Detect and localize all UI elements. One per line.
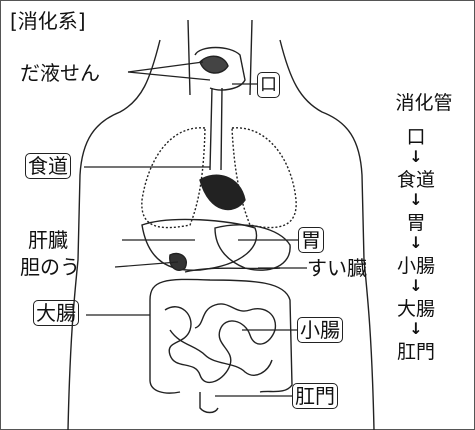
esophagus-tube [209, 87, 223, 171]
sequence-panel: 口 ↓ 食道 ↓ 胃 ↓ 小腸 ↓ 大腸 ↓ 肛門 [392, 122, 440, 364]
large-intestine-left [149, 300, 181, 394]
large-intestine [149, 278, 293, 393]
sequence-heading: 消化管 [395, 92, 453, 114]
leader-gallbladder [114, 261, 179, 268]
sequence-step-3: 胃 [406, 212, 426, 234]
label-salivary-gland: だ液せん [20, 61, 100, 85]
sequence-step-4: 小腸 [396, 255, 435, 277]
diagram-title: [消化系] [10, 9, 86, 33]
small-intestine-2 [169, 329, 273, 376]
label-pancreas: すい臓 [307, 256, 367, 280]
salivary-gland [199, 55, 229, 74]
label-large-intestine: 大腸 [33, 300, 79, 326]
heart [199, 174, 246, 211]
left-lung [141, 127, 206, 229]
label-anus: 肛門 [292, 383, 338, 409]
body-outline-left [67, 39, 161, 430]
right-lung [231, 127, 297, 229]
down-arrow-icon: ↓ [409, 190, 423, 209]
sequence-step-2: 食道 [396, 169, 435, 191]
sequence-step-6: 肛門 [396, 341, 435, 363]
head-shape [194, 46, 246, 91]
down-arrow-icon: ↓ [409, 147, 423, 166]
neck [187, 19, 253, 96]
sequence-step-5: 大腸 [396, 298, 435, 320]
label-mouth: 口 [257, 72, 280, 98]
down-arrow-icon: ↓ [409, 276, 423, 295]
label-small-intestine: 小腸 [297, 317, 343, 343]
small-intestine [164, 303, 277, 384]
label-stomach: 胃 [298, 227, 324, 253]
stomach [214, 224, 291, 271]
down-arrow-icon: ↓ [409, 233, 423, 252]
leader-salivary [127, 61, 204, 73]
label-esophagus: 食道 [25, 153, 71, 179]
body-outline-right [279, 39, 375, 430]
rectum [199, 392, 219, 414]
sequence-step-1: 口 [406, 126, 426, 148]
label-gallbladder: 胆のう [20, 255, 80, 279]
label-liver: 肝臓 [28, 228, 68, 252]
leader-salivary-2 [127, 71, 211, 81]
down-arrow-icon: ↓ [409, 319, 423, 338]
